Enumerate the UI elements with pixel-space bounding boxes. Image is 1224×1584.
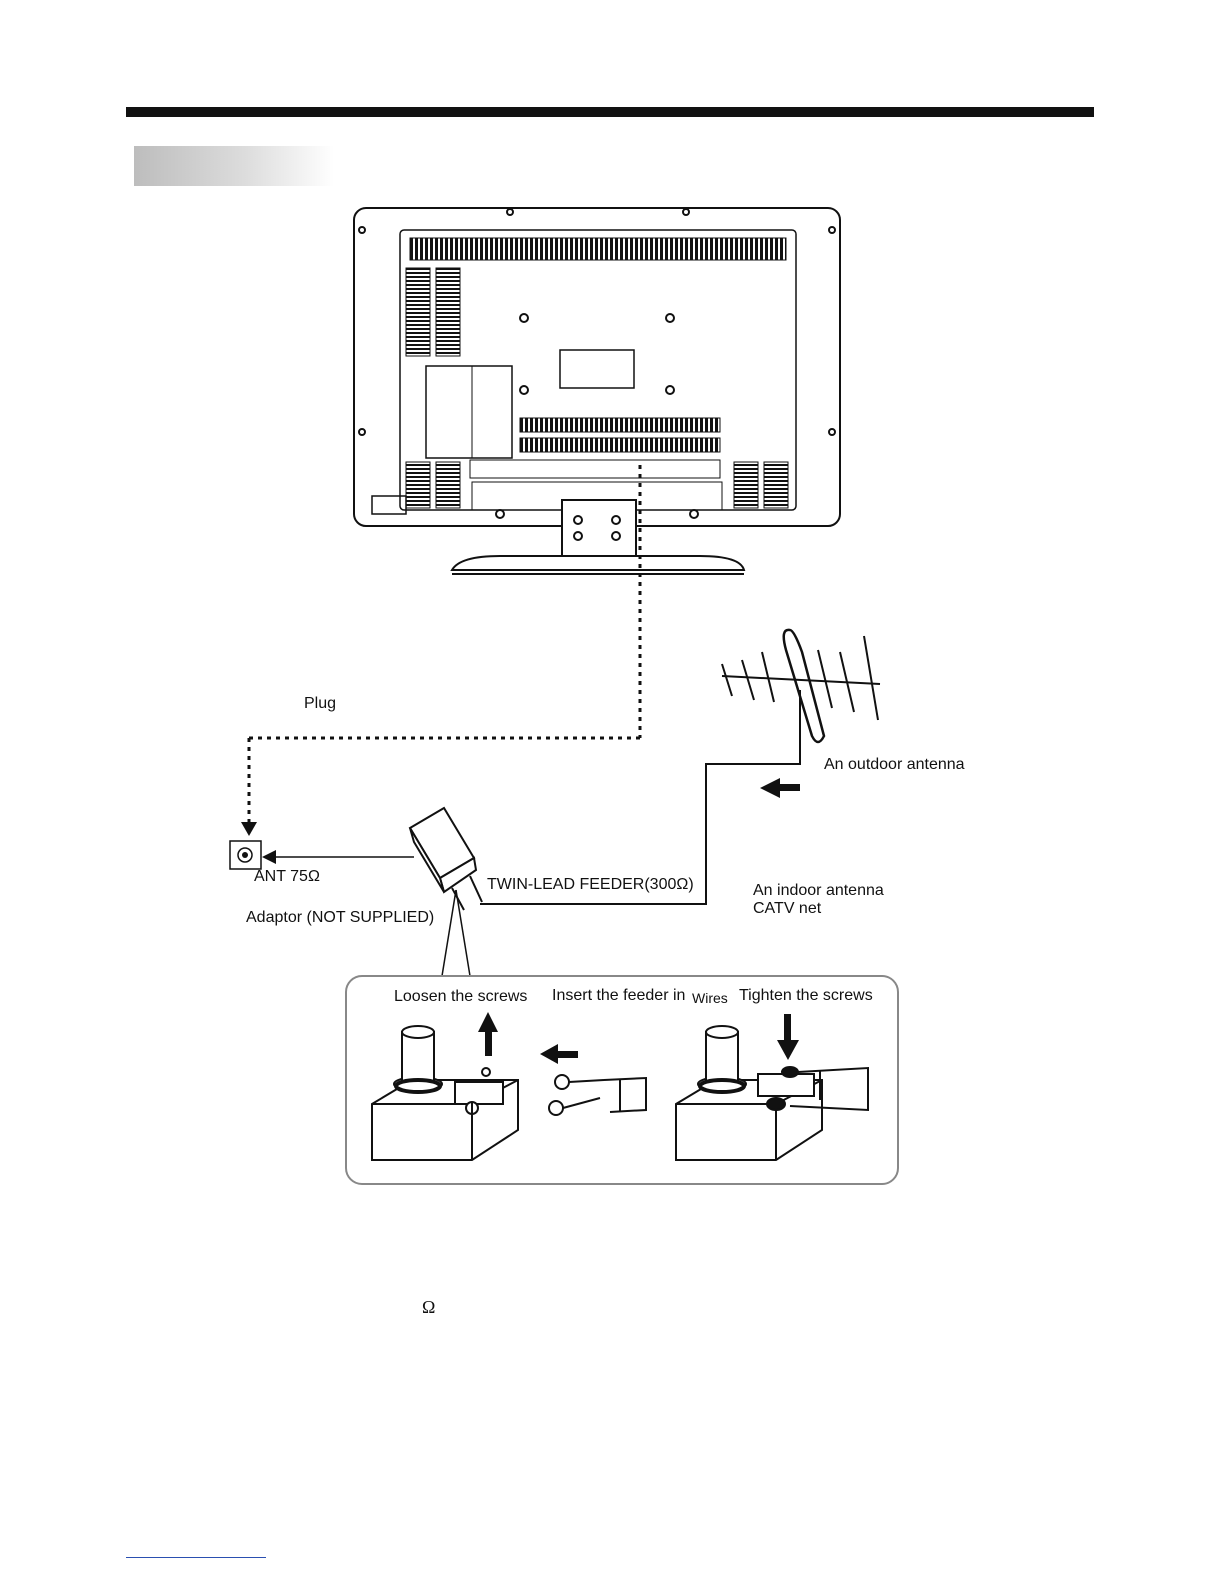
tv-rear-illustration: [354, 208, 840, 574]
adaptor-icon: [410, 808, 482, 910]
plug-label: Plug: [304, 695, 336, 713]
left-arrow-icon: [760, 778, 800, 798]
step-insert-label: Insert the feeder in: [552, 987, 685, 1005]
step-wires-label: Wires: [692, 989, 728, 1007]
footer-rule: [126, 1557, 266, 1558]
left-arrow-icon: [262, 850, 276, 864]
catv-net-label: CATV net: [753, 900, 821, 918]
adaptor-label: Adaptor (NOT SUPPLIED): [246, 909, 434, 927]
omega-symbol: Ω: [422, 1298, 435, 1316]
outdoor-antenna-label: An outdoor antenna: [824, 756, 965, 774]
step-tighten-label: Tighten the screws: [739, 987, 873, 1005]
twin-lead-label: TWIN-LEAD FEEDER(300Ω): [487, 876, 694, 894]
ant-port-icon: [230, 841, 261, 869]
twin-lead-wire: [480, 690, 800, 904]
ant-port-label: ANT 75Ω: [254, 868, 320, 886]
down-arrow-icon: [241, 822, 257, 836]
step-loosen-label: Loosen the screws: [394, 988, 527, 1006]
indoor-antenna-label: An indoor antenna: [753, 882, 884, 900]
